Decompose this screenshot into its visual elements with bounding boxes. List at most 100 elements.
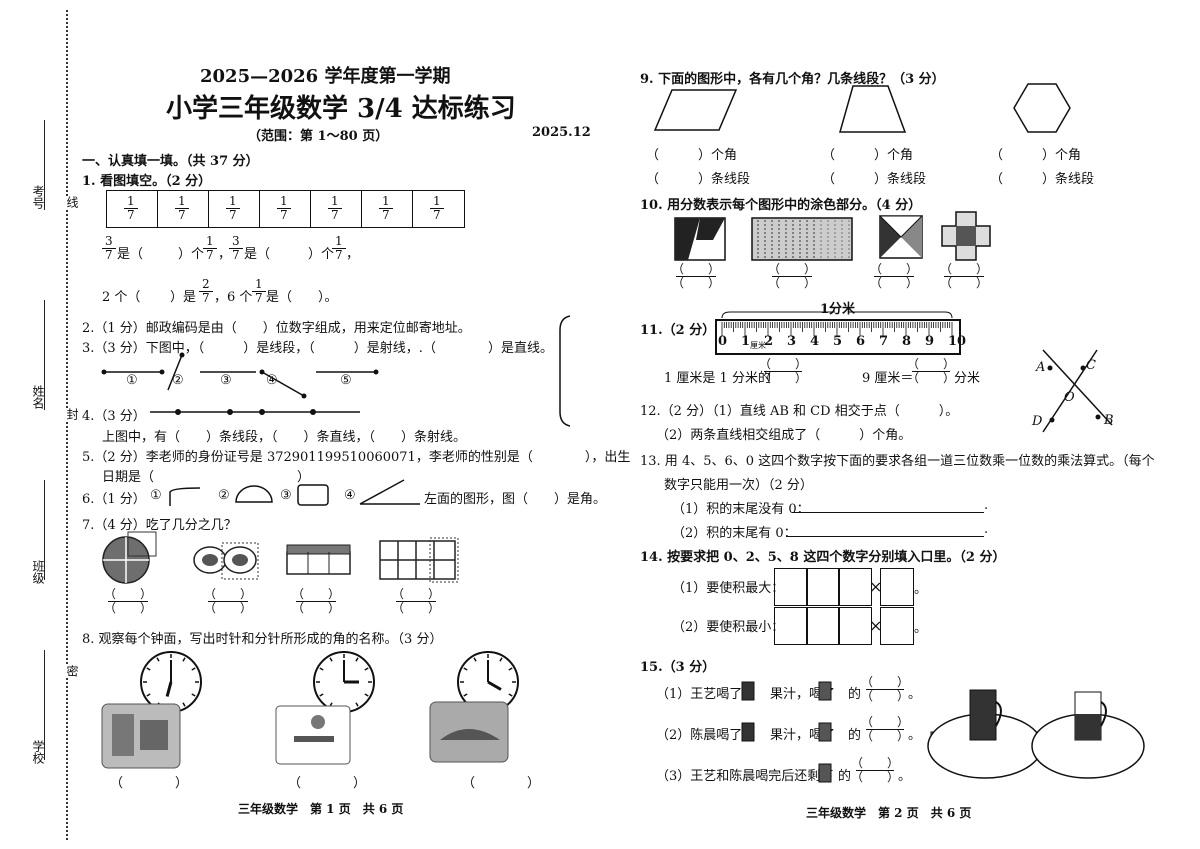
q11-text-c: 分米 [954,371,981,386]
q10-answer-fraction-4: （ ）（ ） [940,262,989,290]
q15-a-de: 的 [848,687,862,702]
q3-label-4: ④ [266,373,278,388]
q9-title: 9. 下面的图形中，各有几个角？几条线段？（3 分） [640,72,945,87]
ruler-tick-label: 0 [718,334,728,349]
banji-blank [44,480,45,580]
q15-dot-3: 。 [898,769,912,784]
q9-angles-2: （ ）个角 [822,148,914,163]
q10-answer-fraction-3: （ ）（ ） [870,262,919,290]
q8-answer-3: （ ） [462,776,541,791]
q1-text: 2 个（ [102,290,141,305]
q14-digit-box[interactable] [838,607,872,645]
q7-answer-fraction-1: （ ）（ ） [104,587,153,615]
q14-digit-box[interactable] [806,607,840,645]
q14-digit-box[interactable] [838,568,872,606]
point-o: O [1064,390,1075,405]
xuexiao-label: 学校 [31,740,45,764]
q9-shapes [653,83,1071,133]
school-year: 2025—2026 学年度第一学期 [200,66,451,87]
q3-text: 3.（3 分）下图中，（ ）是线段，（ ）是射线，.（ ）是直线。 [82,341,553,356]
q3-lines-figure [101,352,379,399]
q14-dot-2: 。 [914,621,928,636]
q9-segments-1: （ ）条线段 [646,172,751,187]
q2-text: 2.（1 分）邮政编码是由（ ）位数字组成，用来定位邮寄地址。 [82,321,471,336]
q12-line1: 12.（2 分）（1）直线 AB 和 CD 相交于点（ ）。 [640,404,959,419]
mi-mark: 密 [64,665,81,677]
q10-answer-fraction-2: （ ）（ ） [768,262,817,290]
ruler-tick-label: 9 [925,334,935,349]
q15-juice-illustrations [741,681,1145,783]
q7-answer-fraction-3: （ ）（ ） [292,587,341,615]
q15-b-de: 的 [848,728,862,743]
q13-line2: 数字只能用一次）（2 分） [664,478,813,493]
q1-text: ， [346,247,360,262]
ruler-tick-label: 3 [787,334,797,349]
q1-text: ）个 [308,247,335,262]
q3-label-5: ⑤ [340,373,352,388]
section-1-title: 一、认真填一填。（共 37 分） [82,154,259,169]
q13-a: （1）积的末尾没有 0： [672,502,810,517]
q7-answer-fraction-2: （ ）（ ） [204,587,253,615]
q3-label-1: ① [126,373,138,388]
q14-b: （2）要使积最小： [672,620,785,635]
q1-text: 是（ [266,290,293,305]
xuexiao-blank [44,650,45,760]
q6-mark-3: ③ [280,488,292,503]
q4-line-figure [150,409,360,415]
q1-text: 是（ [117,247,144,262]
q9-angles-1: （ ）个角 [646,148,738,163]
xingming-blank [44,300,45,410]
q11-text-b: 9 厘米＝ [862,371,914,386]
q15-fraction-blank-3: （ ）（ ） [851,756,900,784]
q11-title: 11.（2 分） [640,323,716,338]
binding-dotted-line [66,10,68,840]
point-c: C [1086,358,1096,373]
q15-b1: （2）陈晨喝了 3 [656,728,755,743]
q13-b: （2）积的末尾有 0： [672,526,797,541]
q13-a-blank [792,512,984,513]
q15-dot-1: 。 [908,687,922,702]
kaohao-blank [44,120,45,210]
q7-title: 7.（4 分）吃了几分之几？ [82,518,237,533]
q10-title: 10. 用分数表示每个图形中的涂色部分。（4 分） [640,198,922,213]
q9-segments-3: （ ）条线段 [990,172,1095,187]
xingming-label: 姓名 [31,385,45,409]
q12-line2: （2）两条直线相交组成了（ ）个角。 [656,428,912,443]
q14-digit-box[interactable] [774,568,808,606]
range-text: （范围：第 1～80 页） [248,129,389,144]
q7-answer-fraction-4: （ ）（ ） [392,587,441,615]
q1-text: 是（ [244,247,271,262]
ruler-tick-label: 5 [833,334,843,349]
q4-title: 4.（3 分） [82,409,146,424]
q15-fraction-blank-2: （ ）（ ） [861,715,910,743]
ruler-tick-label: 4 [810,334,820,349]
q14-digit-box[interactable] [880,568,914,606]
ruler-tick-label: 7 [879,334,889,349]
q14-digit-box[interactable] [806,568,840,606]
xian-mark: 线 [64,196,81,208]
q1-text: ）。 [318,290,338,305]
q14-digit-box[interactable] [774,607,808,645]
ruler-top-label: 1分米 [820,302,856,317]
q1-title: 1. 看图填空。（2 分） [82,174,212,189]
q6-mark-1: ① [150,488,162,503]
ruler-tick-label: 6 [856,334,866,349]
q8-answer-2: （ ） [288,776,367,791]
q1-text: ）个 [178,247,205,262]
q8-title: 8. 观察每个钟面，写出时针和分针所形成的角的名称。（3 分） [82,632,443,647]
q15-dot-2: 。 [908,728,922,743]
q14-digit-box[interactable] [880,607,914,645]
q15-title: 15.（3 分） [640,660,716,675]
q1-text: ，6 个 [214,290,253,305]
intersecting-lines [1042,349,1113,433]
q14-times-2: × [869,616,883,635]
q1-text: ， [218,247,232,262]
